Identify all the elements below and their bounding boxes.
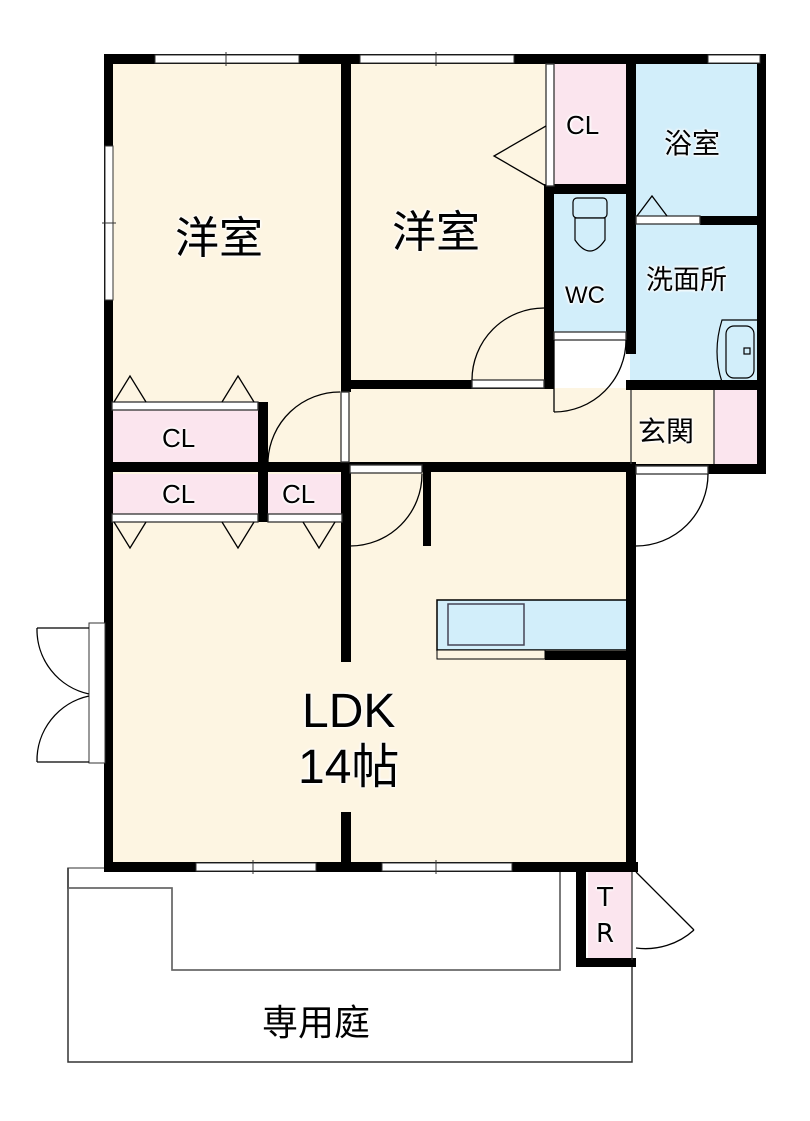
toilet-fixture (572, 197, 608, 252)
label-trunk-room: T R (596, 880, 614, 952)
label-washroom: 洗面所 (646, 265, 727, 296)
label-ldk: LDK 14帖 (298, 684, 399, 796)
label-closet-left-upper: CL (162, 423, 196, 453)
label-closet-top: CL (566, 110, 600, 140)
label-trunk-room-t: T (597, 883, 613, 913)
label-ldk-size: 14帖 (298, 741, 400, 794)
label-trunk-room-r: R (596, 919, 615, 949)
label-closet-mid: CL (282, 479, 316, 509)
kitchen-counter (436, 599, 628, 660)
private-garden-area (67, 867, 633, 1063)
windows (88, 52, 761, 874)
room-fills (108, 60, 762, 960)
label-private-garden: 専用庭 (262, 1003, 371, 1044)
label-ldk-name: LDK (302, 685, 396, 738)
label-closet-left-lower: CL (162, 479, 196, 509)
washbasin-fixture (716, 319, 759, 383)
label-bathroom: 浴室 (664, 127, 721, 160)
label-toilet: WC (565, 282, 605, 309)
label-entrance: 玄関 (638, 415, 695, 448)
label-western-room-2: 洋室 (392, 207, 480, 258)
doors (36, 63, 715, 960)
label-western-room-1: 洋室 (175, 213, 263, 264)
